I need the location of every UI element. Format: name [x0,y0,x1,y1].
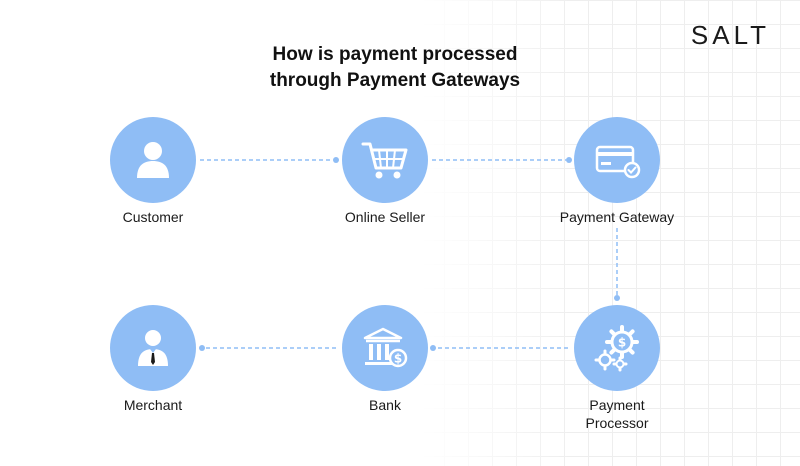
label-customer: Customer [122,209,184,225]
node-online-seller [342,117,428,203]
shopping-cart-icon [361,142,408,179]
label-payment-processor-line-2: Processor [585,415,649,431]
svg-text:$: $ [618,336,626,350]
node-merchant [110,305,196,391]
gears-dollar-icon: $ [594,325,639,372]
label-merchant: Merchant [123,397,183,413]
credit-card-check-icon [595,145,641,179]
svg-text:$: $ [394,352,402,366]
title-line-2: through Payment Gateways [269,70,521,91]
label-online-seller: Online Seller [344,209,426,225]
label-payment-processor-line-1: Payment [589,397,645,413]
node-payment-gateway [574,117,660,203]
person-icon [137,142,169,178]
connector-dot [614,295,620,301]
label-payment-processor: Payment Processor [537,396,697,432]
node-customer [110,117,196,203]
node-bank: $ [342,305,428,391]
connector-dot [199,345,205,351]
businessman-icon [138,330,168,366]
connector-dot [333,157,339,163]
title-line-1: How is payment processed [272,44,518,65]
label-bank: Bank [369,397,401,413]
salt-logo: SALT [690,20,770,50]
diagram-title: How is payment processed through Payment… [0,42,790,94]
connector-dot [566,157,572,163]
bank-dollar-icon: $ [363,327,408,368]
connector-dot [430,345,436,351]
label-payment-gateway: Payment Gateway [559,209,675,225]
node-payment-processor: $ [574,305,660,391]
